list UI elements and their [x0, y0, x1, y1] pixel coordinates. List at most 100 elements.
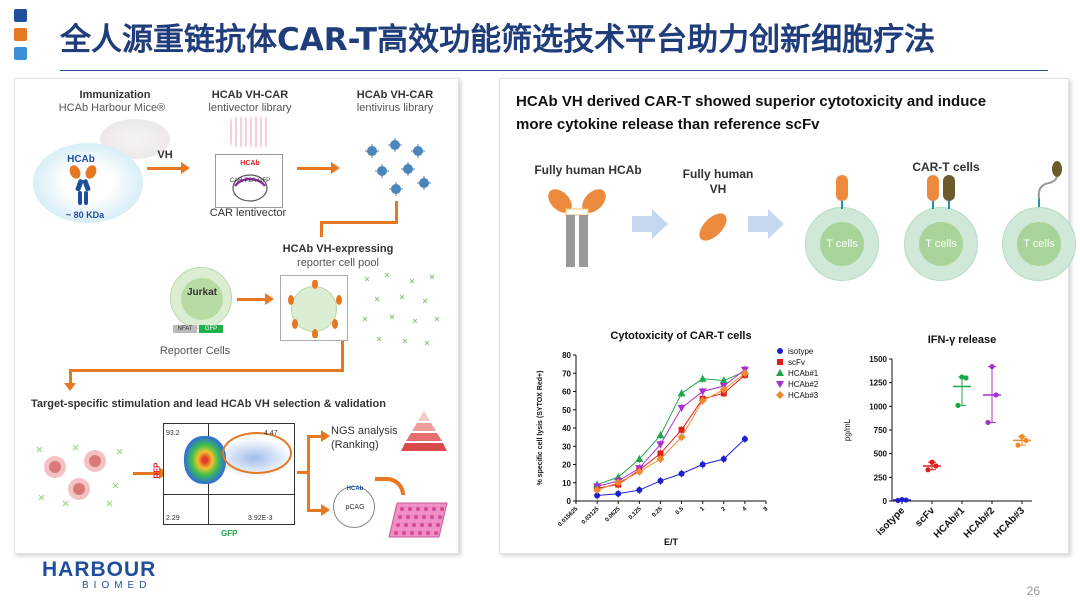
ifn-release-chart: IFN-γ release0250500750100012501500pg/mL…: [843, 334, 1032, 541]
cyto-point-HCAb#3: [656, 455, 665, 464]
ifn-point-HCAb#3: [1015, 442, 1021, 448]
harbour-logo-sub: BIOMED: [82, 580, 152, 591]
library1-title: HCAb VH-CAR: [211, 89, 289, 101]
cyto-legend-marker-HCAb#1: [776, 369, 784, 376]
immunization-title: Immunization: [79, 89, 151, 101]
facs-y-axis-label: RFP: [152, 462, 162, 479]
ifn-point-HCAb#2: [993, 392, 999, 398]
cyto-point-HCAb#3: [677, 433, 686, 442]
cyto-legend-marker-HCAb#2: [776, 381, 784, 388]
ngs-label-line2: (Ranking): [331, 439, 379, 451]
cyto-series-line-HCAb#2: [596, 369, 746, 487]
t-cell-3-nucleus: [1017, 222, 1061, 266]
cyto-x-axis-label: E/T: [664, 537, 679, 547]
pcag-hcab-tag: HCAb: [346, 486, 364, 492]
t-cell-1: T cells: [805, 207, 879, 281]
t-cell-2-vh: [927, 175, 939, 201]
cyto-x-tick-label: 0.0625: [604, 506, 622, 524]
left-panel: Immunization HCAb Harbour Mice® HCAb ~ 8…: [14, 78, 459, 554]
cyto-point-HCAb#3: [614, 478, 623, 487]
t-cell-2-stem-a: [932, 199, 934, 209]
cyto-legend-label-isotype: isotype: [788, 347, 814, 356]
cyto-legend-label-scFv: scFv: [788, 358, 805, 367]
branch-vertical: [307, 435, 310, 511]
ifn-point-HCAb#3: [1019, 434, 1025, 440]
cyto-y-tick-label: 20: [562, 461, 571, 470]
cyto-legend-label-HCAb#1: HCAb#1: [788, 369, 819, 378]
accent-square-lightblue: [14, 47, 27, 60]
ifn-point-HCAb#1: [963, 375, 969, 381]
transition-arrowhead-2: [768, 209, 784, 239]
ifn-point-isotype: [899, 496, 905, 503]
connector-down-2: [320, 221, 323, 237]
pcag-label: pCAG: [345, 504, 365, 511]
well-plate-icon: [388, 502, 448, 538]
cyto-y-tick-label: 0: [567, 497, 572, 506]
cyto-x-tick-label: 0.25: [651, 506, 664, 519]
cyto-y-tick-label: 30: [562, 442, 571, 451]
cyto-series-line-HCAb#3: [596, 372, 746, 491]
t-cell-2-label: T cells: [925, 238, 957, 250]
pcag-curved-arrow: [375, 477, 405, 495]
cyto-series-line-HCAb#1: [596, 370, 746, 486]
vector-car-tag: CAR-P2A-GFP: [229, 178, 271, 184]
cyto-point-HCAb#2: [656, 441, 665, 449]
ifn-point-isotype: [903, 497, 909, 503]
ifn-x-tick-label: isotype: [875, 505, 908, 538]
cytotoxicity-chart: Cytotoxicity of CAR-T cells0102030405060…: [537, 330, 819, 547]
facs-gate-horizontal: [164, 494, 294, 495]
lentivirus-cluster-icon: [365, 138, 431, 196]
cyto-y-tick-label: 60: [562, 388, 571, 397]
library1-subtitle: lentivector library: [208, 102, 292, 114]
t-cell-2-stem-b: [948, 199, 950, 209]
full-hcab-antibody-icon: [548, 189, 606, 267]
fully-human-vh-line1: Fully human: [682, 167, 754, 181]
ngs-ranking-pyramid-icon: [401, 411, 447, 451]
facs-plot: 93.2 4.47 2.29 3.92E-3: [163, 423, 295, 525]
hcab-antibody-icon: [69, 165, 97, 205]
cytotoxicity-title: Cytotoxicity of CAR-T cells: [610, 330, 751, 342]
library-arrow: [297, 162, 340, 174]
vh-arrow-label: VH: [157, 149, 173, 161]
ifn-y-tick-label: 750: [874, 426, 888, 435]
t-cell-3: T cells: [1002, 207, 1076, 281]
ifn-title: IFN-γ release: [928, 334, 996, 346]
ifn-x-tick-label: HCAb#2: [962, 505, 998, 541]
ifn-x-tick-label: HCAb#1: [932, 505, 968, 541]
ifn-point-HCAb#2: [985, 419, 991, 426]
cyto-point-scFv: [657, 450, 664, 457]
facs-q-top-left: 93.2: [166, 430, 180, 437]
fully-human-vh-line2: VH: [709, 182, 727, 196]
connector-horizontal-2: [69, 369, 344, 372]
cyto-x-tick-label: 4: [742, 506, 749, 513]
t-cell-2-vh-dark: [943, 175, 955, 201]
branch-arrow-ngs: [307, 430, 330, 442]
facs-q-bottom-left: 2.29: [166, 515, 180, 522]
plasmid-icon: [232, 174, 268, 202]
cyto-x-tick-label: 0.03125: [581, 506, 601, 526]
library2-subtitle: lentivirus library: [356, 102, 434, 114]
jurkat-arrow: [237, 293, 274, 305]
library2-title: HCAb VH-CAR: [356, 89, 434, 101]
connector-down-1: [395, 201, 398, 223]
cyto-legend-label-HCAb#3: HCAb#3: [788, 391, 819, 400]
cyto-point-isotype: [741, 435, 748, 442]
cyto-point-HCAb#3: [593, 486, 602, 495]
cyto-x-tick-label: 0.015625: [557, 506, 579, 528]
ifn-point-HCAb#1: [959, 374, 965, 380]
cyto-point-HCAb#1: [656, 431, 665, 439]
ifn-point-HCAb#2: [989, 363, 995, 370]
t-cell-3-stem: [1038, 197, 1040, 207]
accent-square-orange: [14, 28, 27, 41]
jurkat-nucleus: [181, 278, 223, 320]
cyto-point-HCAb#1: [635, 455, 644, 463]
target-cells-illustration: [36, 444, 123, 507]
page-number: 26: [1026, 584, 1040, 598]
ifn-y-tick-label: 1250: [869, 379, 887, 388]
t-cell-2-nucleus: [919, 222, 963, 266]
immunization-subtitle: HCAb Harbour Mice®: [58, 102, 166, 114]
facs-q-top-right: 4.47: [264, 430, 278, 437]
ifn-x-tick-label: scFv: [913, 505, 937, 529]
cyto-point-HCAb#3: [719, 385, 728, 394]
vh-domain-icon: [699, 213, 727, 241]
